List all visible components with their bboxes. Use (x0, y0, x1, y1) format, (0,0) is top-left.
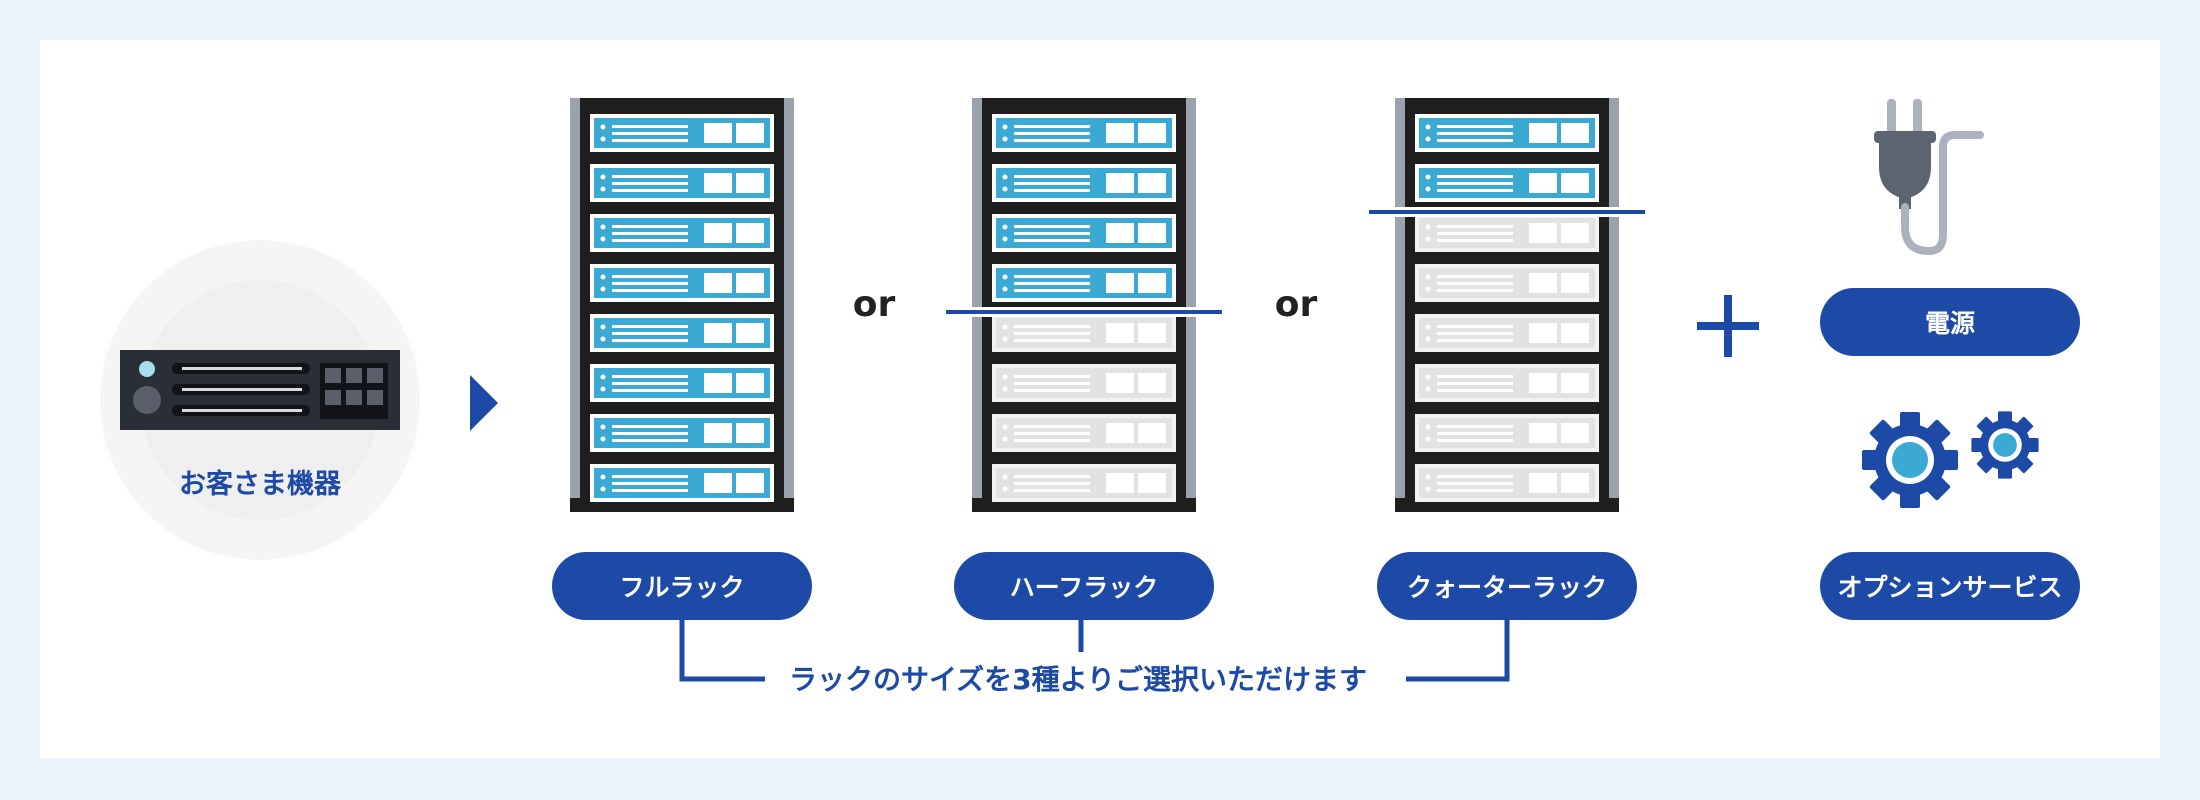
plug-icon (1874, 99, 1984, 256)
half-rack-icon (946, 98, 1222, 512)
server-unit-active (1415, 164, 1599, 202)
server-unit-empty (1415, 364, 1599, 402)
option-service-button[interactable]: オプションサービス (1820, 552, 2080, 620)
server-unit-active (590, 264, 774, 302)
half-rack-button[interactable]: ハーフラック (954, 552, 1214, 620)
server-unit-active (992, 214, 1176, 252)
server-unit-active (590, 414, 774, 452)
rack-size-caption: ラックのサイズを3種よりご選択いただけます (788, 663, 1368, 696)
server-icon (120, 350, 400, 430)
server-unit-empty (992, 314, 1176, 352)
full-rack-button[interactable]: フルラック (552, 552, 812, 620)
server-unit-empty (1415, 214, 1599, 252)
or-label-1: or (852, 284, 896, 325)
server-unit-empty (1415, 464, 1599, 502)
quarter-rack-button[interactable]: クォーターラック (1377, 552, 1637, 620)
full-rack-icon (570, 98, 794, 512)
power-button[interactable]: 電源 (1820, 288, 2080, 356)
gear-icon (1862, 412, 1958, 508)
or-label-2: or (1274, 284, 1318, 325)
plus-icon (1697, 295, 1759, 357)
server-unit-active (590, 464, 774, 502)
server-unit-active (992, 164, 1176, 202)
server-unit-empty (992, 464, 1176, 502)
customer-label: お客さま機器 (179, 469, 341, 500)
server-unit-active (992, 264, 1176, 302)
server-unit-active (590, 114, 774, 152)
server-unit-empty (992, 364, 1176, 402)
server-unit-active (1415, 114, 1599, 152)
arrow-right-icon (470, 375, 498, 431)
gear-icon (1971, 411, 2039, 479)
quarter-rack-icon (1369, 98, 1645, 512)
server-unit-empty (1415, 414, 1599, 452)
server-unit-empty (1415, 314, 1599, 352)
server-unit-active (590, 214, 774, 252)
server-unit-active (992, 114, 1176, 152)
server-unit-active (590, 314, 774, 352)
server-unit-empty (992, 414, 1176, 452)
server-unit-empty (1415, 264, 1599, 302)
server-unit-active (590, 164, 774, 202)
server-unit-active (590, 364, 774, 402)
